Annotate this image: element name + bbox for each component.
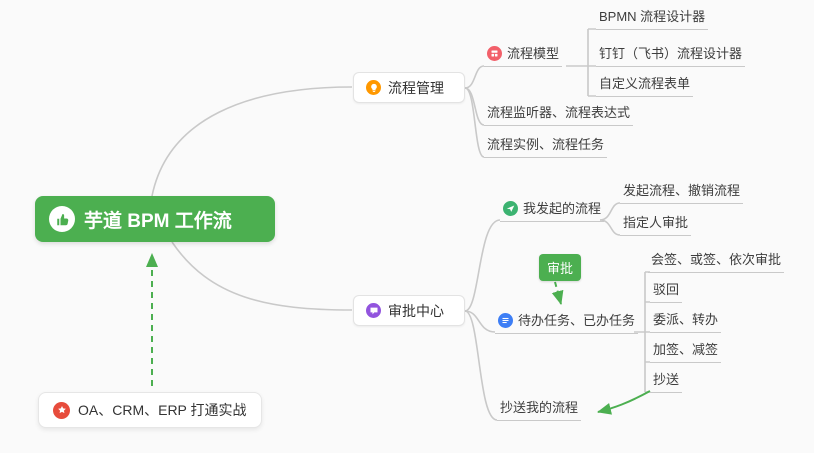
topic-label: 抄送我的流程	[500, 400, 579, 415]
topic-label: 流程模型	[507, 45, 560, 61]
relationship-arrow-cc	[597, 390, 651, 415]
topic-cc[interactable]: 抄送	[650, 372, 683, 393]
topic-label: 加签、减签	[653, 342, 719, 357]
model-icon	[487, 46, 502, 61]
approval-relationship-badge[interactable]: 审批	[539, 254, 582, 281]
topic-listener-expression[interactable]: 流程监听器、流程表达式	[484, 105, 634, 126]
chat-bubble-icon	[366, 303, 381, 318]
topic-integration[interactable]: OA、CRM、ERP 打通实战	[38, 392, 262, 428]
topic-delegate-transfer[interactable]: 委派、转办	[650, 312, 722, 333]
topic-dingtalk-designer[interactable]: 钉钉（飞书）流程设计器	[596, 46, 746, 67]
topic-label: 指定人审批	[623, 215, 689, 230]
task-list-icon	[498, 313, 513, 328]
topic-label: 我发起的流程	[523, 200, 602, 216]
topic-countersign[interactable]: 会签、或签、依次审批	[648, 252, 785, 273]
topic-label: BPMN 流程设计器	[599, 9, 706, 24]
root-topic[interactable]: 芋道 BPM 工作流	[35, 196, 275, 242]
star-icon	[53, 401, 70, 419]
topic-initiate-revoke[interactable]: 发起流程、撤销流程	[620, 183, 744, 204]
topic-add-remove-sign[interactable]: 加签、减签	[650, 342, 722, 363]
topic-custom-form[interactable]: 自定义流程表单	[596, 76, 694, 97]
topic-label: 待办任务、已办任务	[518, 312, 636, 328]
topic-label: 流程管理	[388, 79, 444, 96]
topic-designated-approval[interactable]: 指定人审批	[620, 215, 692, 236]
topic-label: OA、CRM、ERP 打通实战	[78, 402, 247, 418]
topic-process-management[interactable]: 流程管理	[353, 72, 465, 103]
relationship-arrow-approval	[551, 281, 564, 305]
topic-label: 发起流程、撤销流程	[623, 183, 741, 198]
topic-label: 委派、转办	[653, 312, 719, 327]
lightbulb-icon	[366, 80, 381, 95]
topic-bpmn-designer[interactable]: BPMN 流程设计器	[596, 9, 709, 30]
topic-label: 审批中心	[388, 302, 444, 319]
topic-label: 流程实例、流程任务	[487, 137, 605, 152]
topic-label: 自定义流程表单	[599, 76, 691, 91]
topic-cc-my-process[interactable]: 抄送我的流程	[497, 400, 582, 421]
topic-label: 钉钉（飞书）流程设计器	[599, 46, 743, 61]
thumbs-up-icon	[49, 206, 75, 232]
topic-instance-task[interactable]: 流程实例、流程任务	[484, 137, 608, 158]
topic-label: 流程监听器、流程表达式	[487, 105, 631, 120]
topic-my-initiated[interactable]: 我发起的流程	[500, 200, 605, 222]
topic-process-model[interactable]: 流程模型	[484, 45, 563, 67]
topic-label: 会签、或签、依次审批	[651, 252, 782, 267]
root-topic-label: 芋道 BPM 工作流	[84, 210, 232, 232]
paper-plane-icon	[503, 201, 518, 216]
topic-approval-center[interactable]: 审批中心	[353, 295, 465, 326]
topic-label: 抄送	[653, 372, 680, 387]
topic-label: 驳回	[653, 282, 680, 297]
topic-reject[interactable]: 驳回	[650, 282, 683, 303]
topic-todo-done[interactable]: 待办任务、已办任务	[495, 312, 639, 334]
